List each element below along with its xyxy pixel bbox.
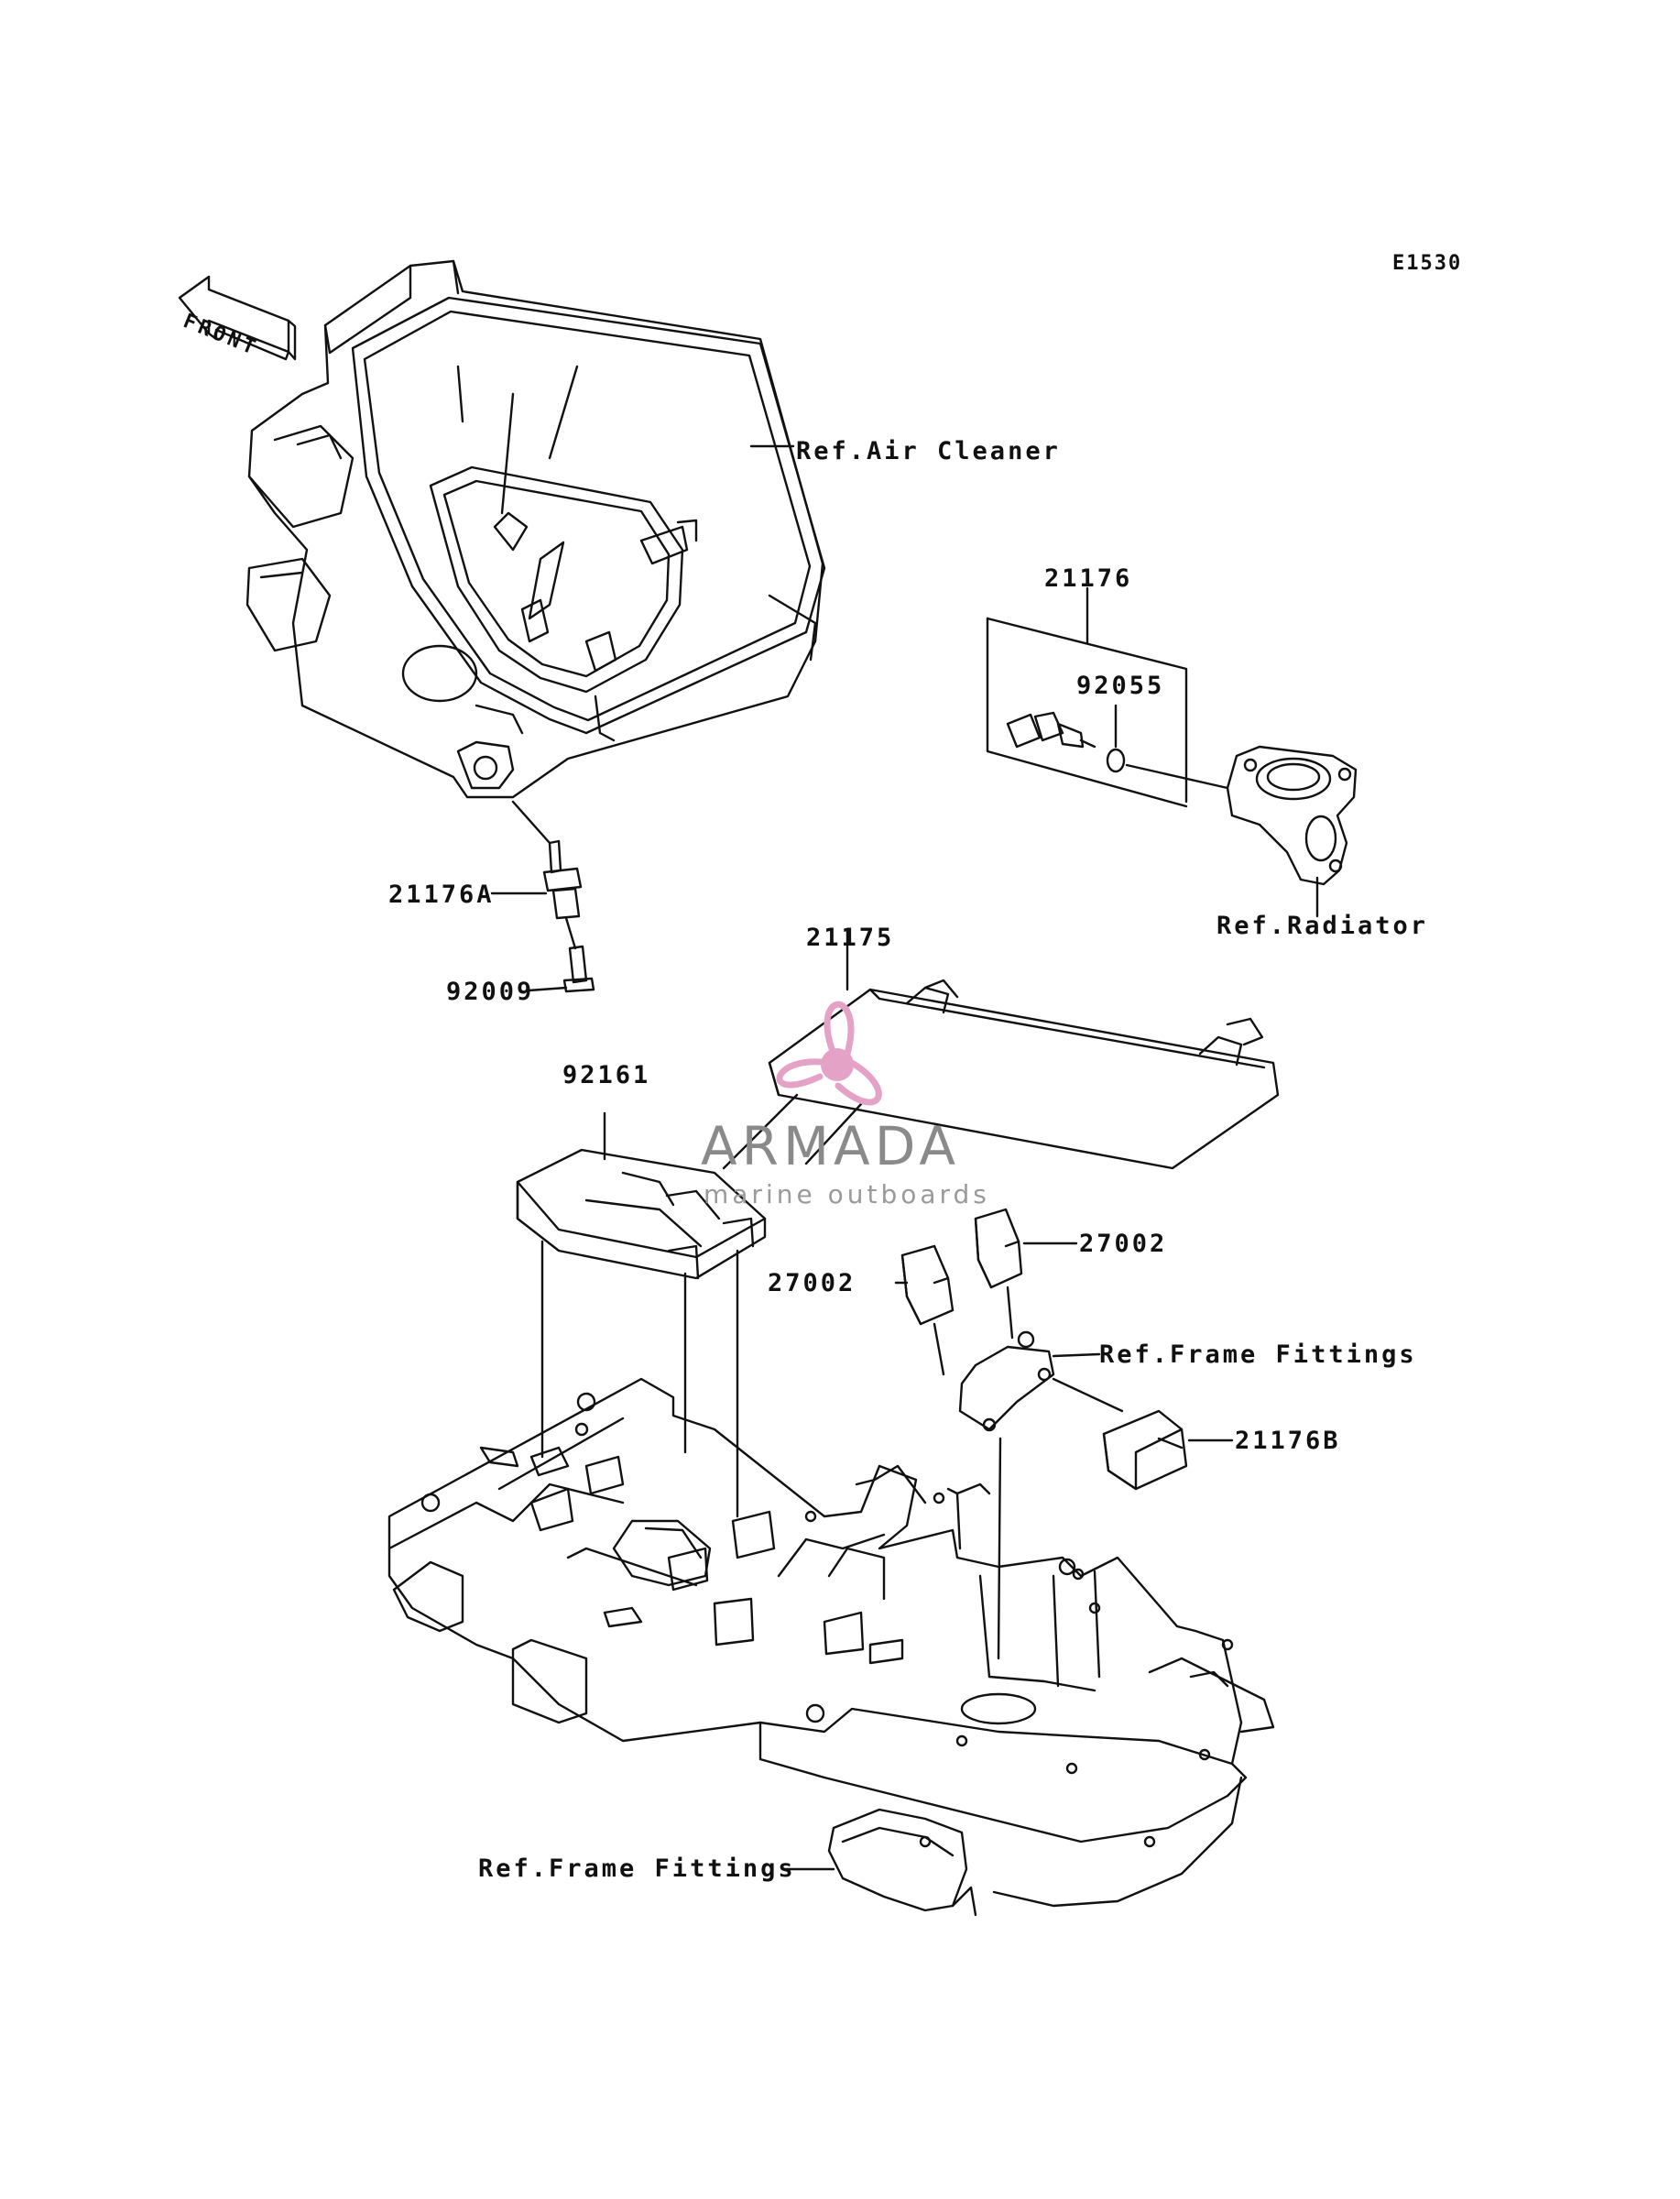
callout-92009: 92009 [446,978,535,1006]
frame-fitting-bracket [958,1330,1124,1660]
connector-27002-right [974,1208,1078,1340]
frame-fitting-tray [387,1377,1275,1917]
watermark-tagline: marine outboards [704,1179,990,1209]
ecu-21175 [722,928,1280,1170]
callout-21176b: 21176B [1235,1427,1341,1455]
callout-27002-right: 27002 [1079,1230,1168,1258]
o-ring-92055 [1106,748,1126,773]
callout-21175: 21175 [806,924,895,952]
air-cleaner-housing [245,259,826,799]
sensor-21176a [511,800,583,950]
callout-21176: 21176 [1044,564,1133,593]
callout-27002-left: 27002 [768,1269,856,1297]
connector-21176b [1102,1409,1234,1491]
callout-ref-radiator: Ref.Radiator [1216,912,1429,940]
connector-27002-left [894,1244,955,1376]
callout-ref-frame-fittings-upper: Ref.Frame Fittings [1099,1340,1417,1369]
radiator-fitting [1226,745,1358,918]
diagram-code: E1530 [1392,252,1463,275]
holder-92161 [516,1111,767,1518]
temp-sensor [1006,711,1096,749]
callout-21176a: 21176A [388,881,495,909]
armada-logo-icon [776,1001,882,1106]
callout-92161: 92161 [562,1061,651,1089]
callout-92055: 92055 [1076,672,1165,700]
callout-ref-air-cleaner: Ref.Air Cleaner [796,437,1061,465]
front-arrow-icon [178,275,297,361]
callout-ref-frame-fittings-lower: Ref.Frame Fittings [478,1854,796,1883]
watermark-name: ARMADA [701,1115,961,1177]
assembly-bracket-21176 [986,586,1188,808]
bolt-92009 [562,945,595,993]
